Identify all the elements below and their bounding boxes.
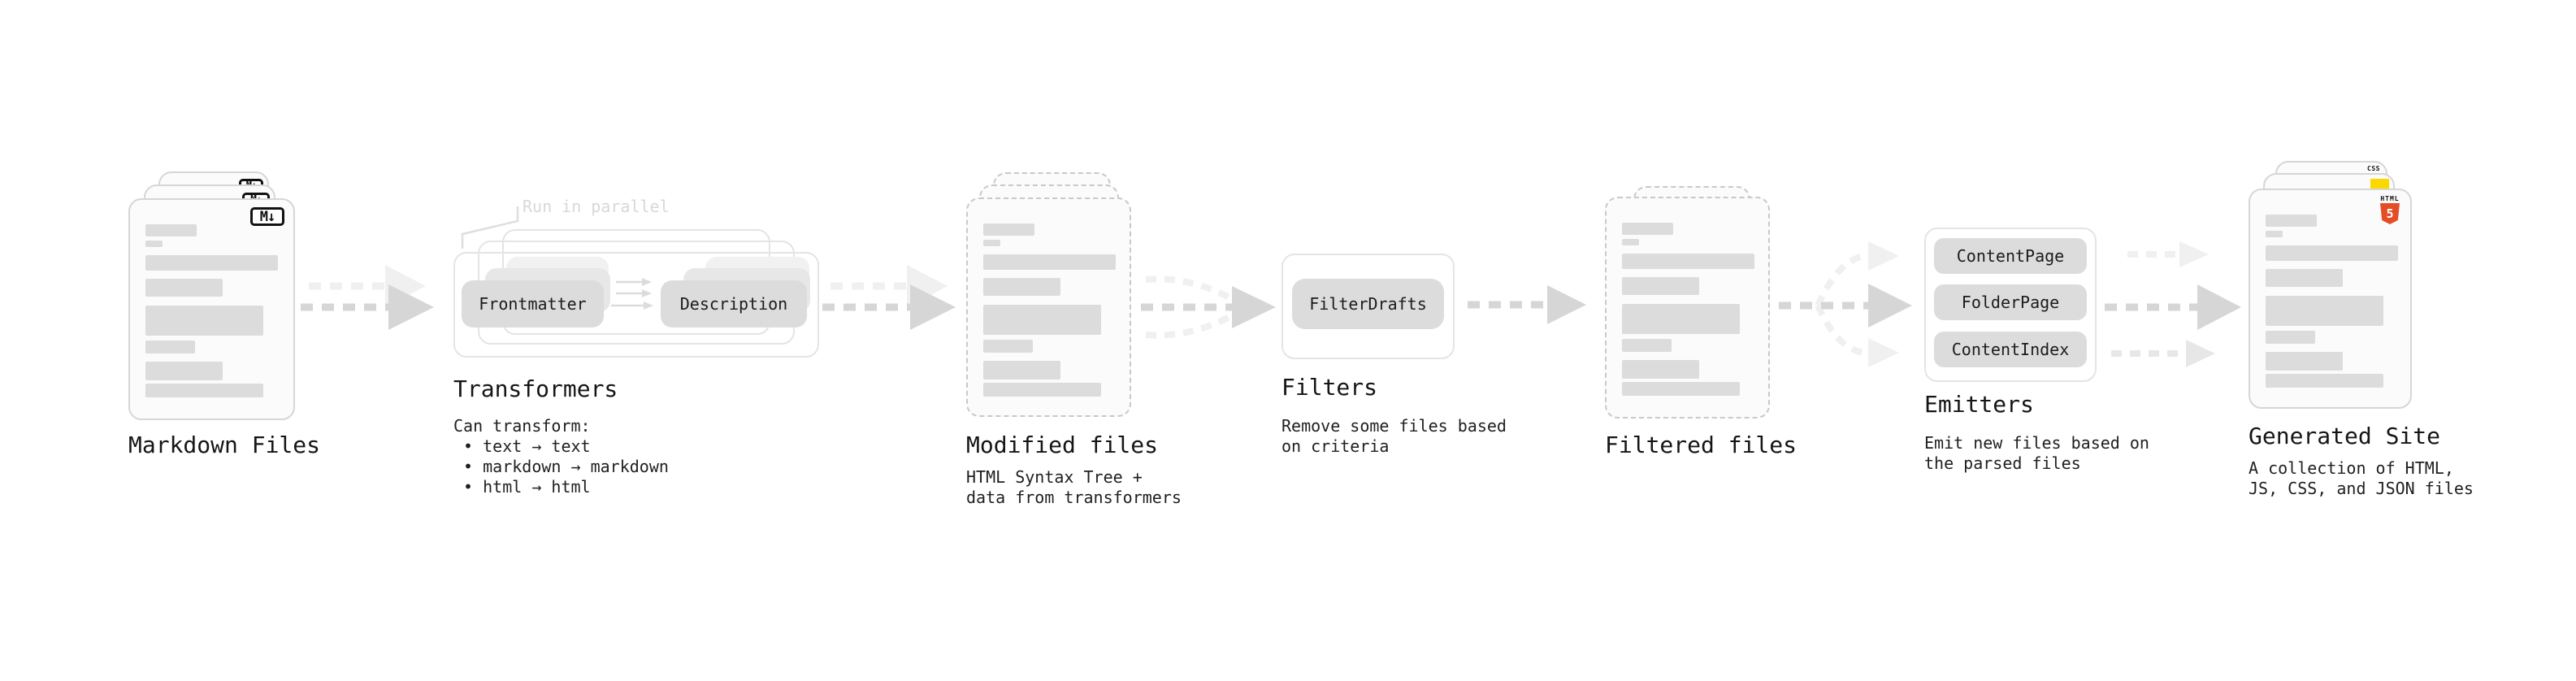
file-content-placeholder-bar: [1622, 277, 1699, 295]
file-content-placeholder-bar: [1622, 339, 1672, 352]
folderpage-pill: FolderPage: [1934, 284, 2087, 320]
file-content-placeholder-bar: [1622, 254, 1754, 269]
run-in-parallel-label: Run in parallel: [523, 197, 670, 216]
file-content-placeholder-bar: [1622, 382, 1740, 396]
modified-files-description: HTML Syntax Tree + data from transformer…: [966, 467, 1182, 507]
file-content-placeholder-bar: [145, 255, 278, 271]
filterdrafts-pill: FilterDrafts: [1292, 279, 1444, 329]
markdown-file-front: M↓: [128, 198, 295, 420]
emitters-description: Emit new files based on the parsed files: [1924, 433, 2149, 473]
modified-file-front: [966, 197, 1131, 417]
file-content-placeholder-bar: [1622, 223, 1673, 235]
transformers-description: Can transform: • text → text • markdown …: [453, 416, 669, 497]
file-content-placeholder-bar: [145, 340, 195, 354]
parallel-run-arrows: [611, 278, 653, 310]
file-content-placeholder-bar: [2266, 374, 2383, 388]
callout-leader-line: [461, 206, 519, 249]
file-content-placeholder-bar: [983, 383, 1101, 397]
contentpage-pill: ContentPage: [1934, 238, 2087, 274]
file-content-placeholder-bar: [2266, 296, 2383, 326]
file-content-placeholder-bar: [1622, 360, 1699, 379]
file-content-placeholder-bar: [2266, 331, 2315, 344]
flow-arrow-transformers-to-modified: [822, 265, 956, 330]
description-pill: Description: [661, 280, 807, 327]
file-content-placeholder-bar: [1622, 239, 1639, 245]
file-content-placeholder-bar: [983, 240, 1000, 246]
frontmatter-pill: Frontmatter: [462, 280, 604, 327]
flow-arrow-files-to-transformers: [301, 265, 434, 330]
filtered-file-front: [1605, 197, 1770, 419]
file-content-placeholder-bar: [145, 362, 223, 380]
transformer-box-front: [453, 252, 819, 358]
generated-site-title: Generated Site: [2249, 423, 2441, 449]
file-content-placeholder-bar: [2266, 269, 2343, 287]
file-content-placeholder-bar: [2266, 352, 2343, 371]
javascript-icon: [2370, 179, 2389, 189]
parallel-arrows-emitters-to-site: [2105, 241, 2241, 367]
file-content-placeholder-bar: [983, 278, 1060, 296]
markdown-files-title: Markdown Files: [128, 432, 321, 458]
fanout-arrow-filtered-to-emitters: [1779, 241, 1912, 367]
file-content-placeholder-bar: [145, 279, 223, 297]
file-content-placeholder-bar: [2266, 231, 2283, 237]
filtered-files-title: Filtered files: [1605, 432, 1798, 458]
file-content-placeholder-bar: [983, 361, 1060, 380]
file-content-placeholder-bar: [145, 306, 263, 336]
file-content-placeholder-bar: [145, 384, 263, 397]
file-content-placeholder-bar: [2266, 215, 2317, 227]
flow-arrow-filters-to-filtered: [1468, 285, 1586, 324]
file-content-placeholder-bar: [983, 254, 1116, 270]
file-content-placeholder-bar: [145, 224, 197, 236]
generated-site-description: A collection of HTML, JS, CSS, and JSON …: [2249, 458, 2474, 498]
emitters-title: Emitters: [1924, 391, 2034, 418]
file-content-placeholder-bar: [2266, 245, 2398, 261]
file-content-placeholder-bar: [983, 223, 1034, 236]
markdown-icon: M↓: [250, 207, 284, 226]
file-content-placeholder-bar: [145, 241, 163, 247]
html5-icon: HTML 5: [2378, 195, 2402, 224]
filters-title: Filters: [1281, 374, 1378, 401]
contentindex-pill: ContentIndex: [1934, 332, 2087, 367]
file-content-placeholder-bar: [983, 340, 1033, 353]
modified-files-title: Modified files: [966, 432, 1159, 458]
file-content-placeholder-bar: [983, 305, 1101, 335]
file-content-placeholder-bar: [1622, 304, 1740, 334]
filters-description: Remove some files based on criteria: [1281, 416, 1507, 456]
transformers-title: Transformers: [453, 375, 618, 402]
html-file-front: HTML 5: [2249, 189, 2412, 409]
merge-arrow-modified-to-filters: [1141, 275, 1276, 339]
